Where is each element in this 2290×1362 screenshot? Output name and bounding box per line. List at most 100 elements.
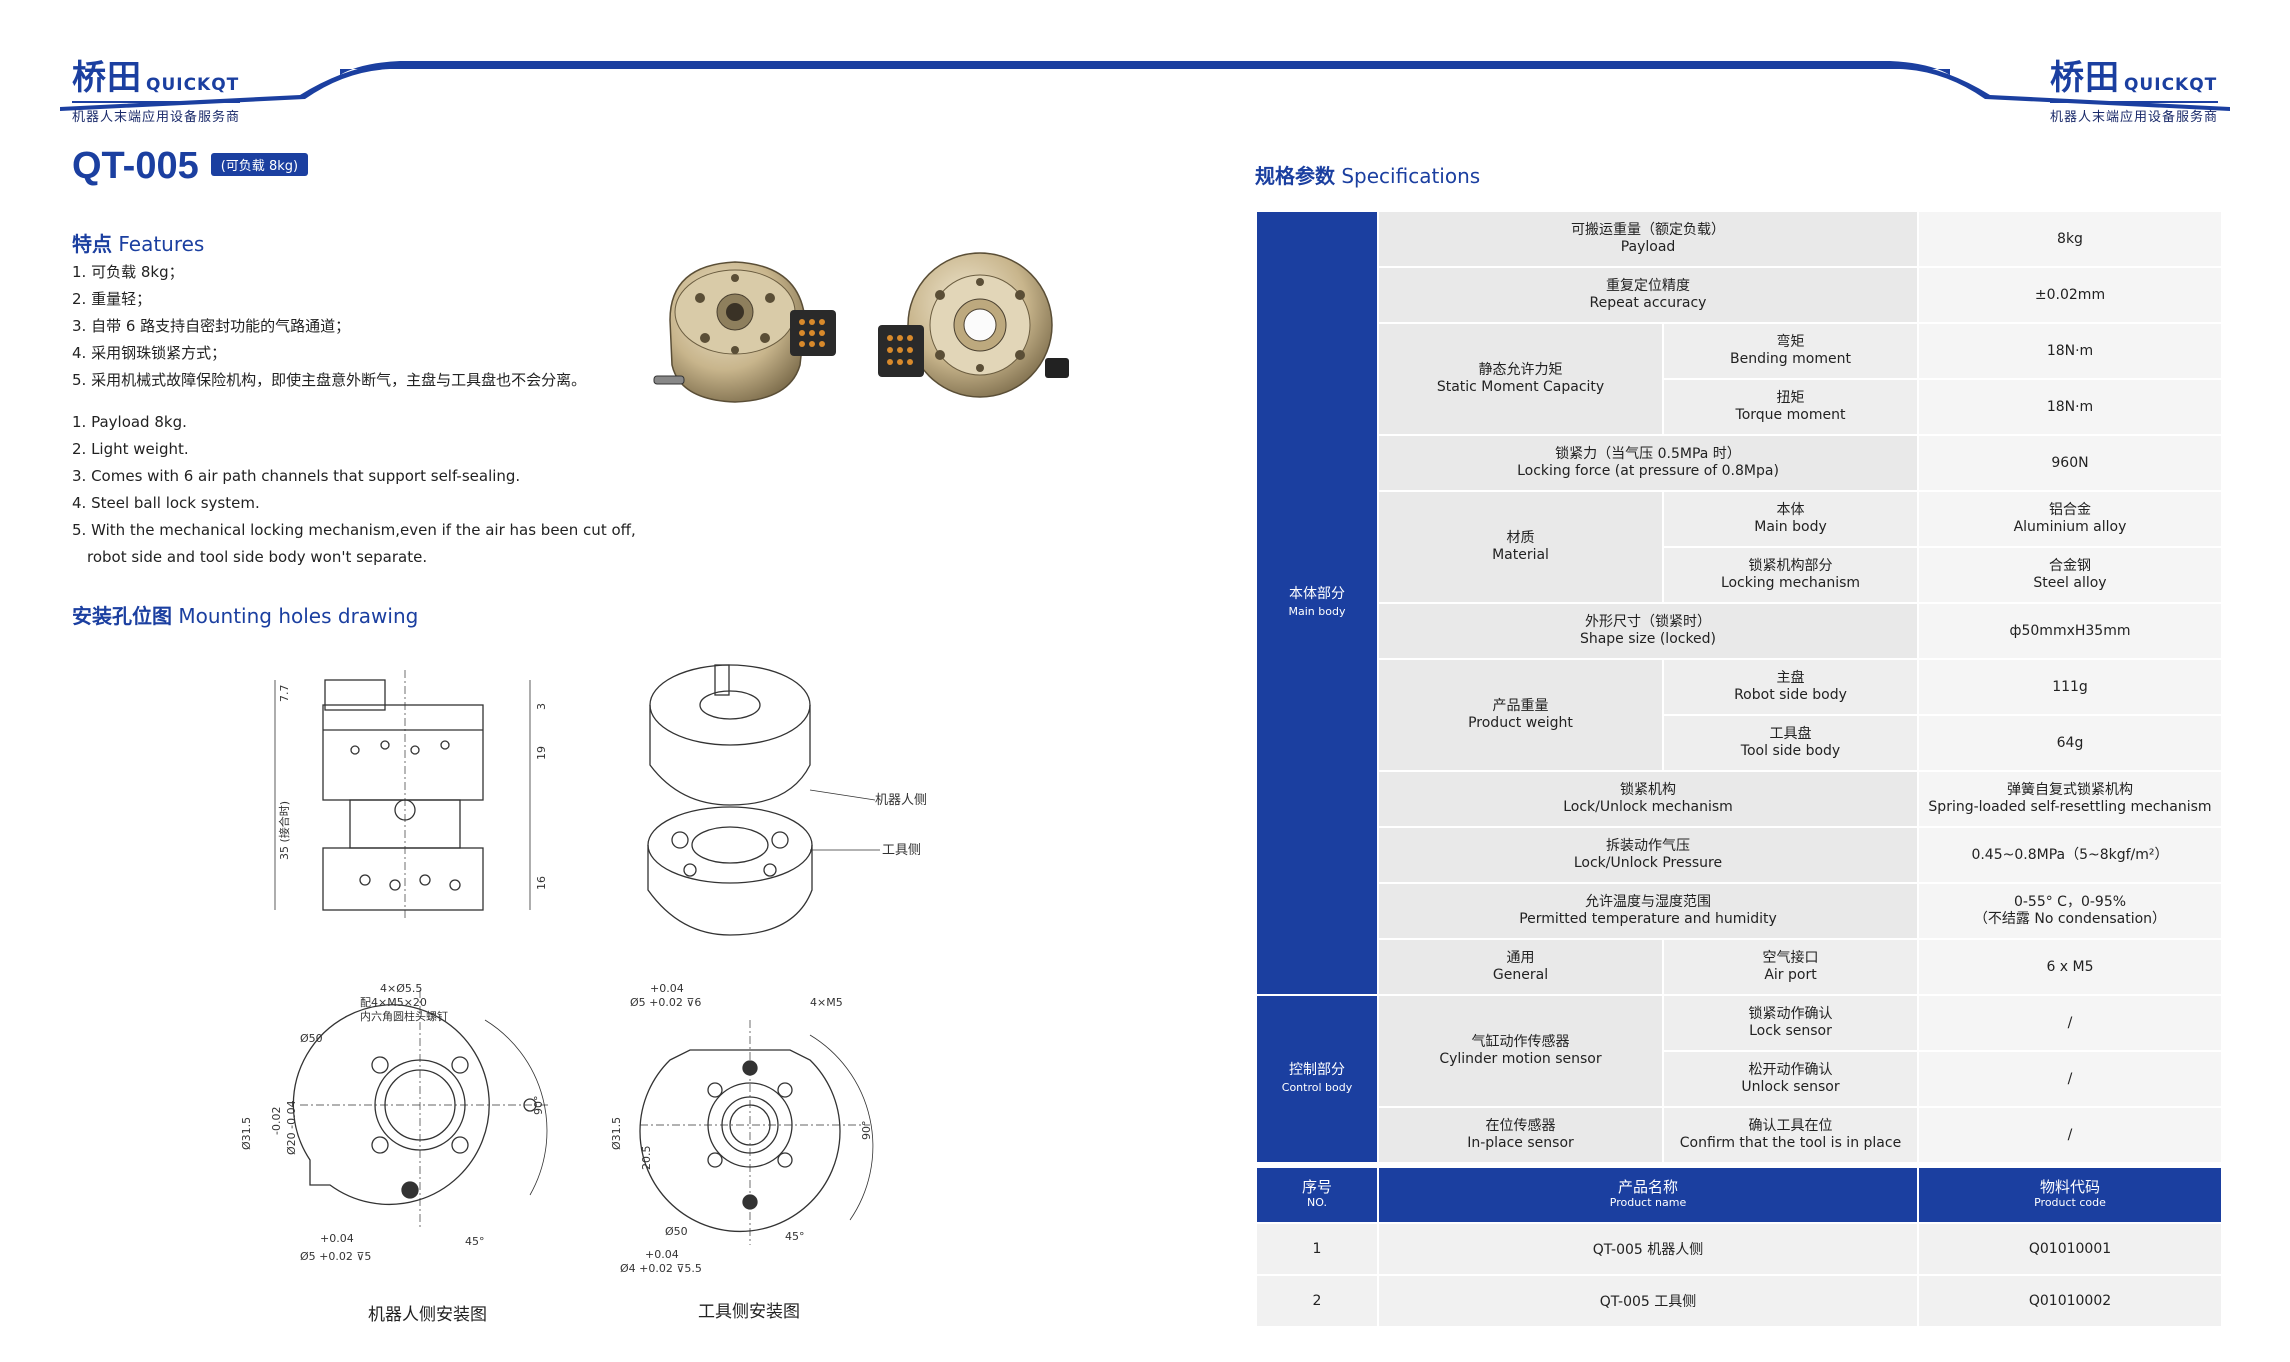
robot-side-label: 机器人侧 (875, 793, 927, 808)
side-view-drawing: 7.7 35 (接合时) 3 19 16 (274, 670, 548, 920)
brand-tagline: 机器人末端应用设备服务商 (2049, 101, 2218, 125)
features-list-en: 1. Payload 8kg. 2. Light weight. 3. Come… (72, 409, 636, 571)
group-label-en: Control body (1281, 1081, 1353, 1094)
spec-value: 0.45~0.8MPa（5~8kgf/m²） (1917, 826, 2223, 884)
group-label-en: Main body (1288, 605, 1346, 618)
list-item: 4. 采用钢珠锁紧方式； (72, 344, 227, 362)
list-item: 2. Light weight. (72, 440, 189, 458)
mounting-title: 安装孔位图 Mounting holes drawing (72, 600, 418, 629)
dim-label: 配4×M5×20 (360, 996, 427, 1009)
spec-value: 8kg (1917, 210, 2223, 268)
product-name: QT-005 工具侧 (1377, 1274, 1919, 1328)
table-row: 本体部分 Main body 可搬运重量（额定负载）Payload 8kg (1255, 210, 2223, 996)
dim-label: Ø5 +0.02 ⊽5 (300, 1250, 371, 1263)
spec-name: 可搬运重量（额定负载）Payload (1377, 210, 1919, 268)
table-row: 外形尺寸（锁紧时）Shape size (locked) ф50mmxH35mm (1256, 602, 2223, 660)
model-heading: QT-005 (可负载 8kg) (72, 145, 309, 188)
spec-value: 111g (1917, 658, 2223, 716)
dim-label: Ø31.5 (610, 1117, 623, 1150)
mounting-title-cn: 安装孔位图 (72, 604, 172, 628)
dim-label: 16 (535, 876, 548, 890)
features-title-cn: 特点 (72, 232, 112, 256)
dim-label: Ø4 +0.02 ⊽5.5 (620, 1262, 702, 1275)
dim-label: 45° (465, 1235, 485, 1248)
list-item: 3. Comes with 6 air path channels that s… (72, 467, 521, 485)
brand-name-en: QUICKQT (146, 75, 240, 95)
spec-value: 18N·m (1917, 322, 2223, 380)
table-row: 2 QT-005 工具侧 Q01010002 (1255, 1274, 2223, 1328)
product-no: 2 (1255, 1274, 1379, 1328)
table-row: 锁紧力（当气压 0.5MPa 时）Locking force (at press… (1256, 434, 2223, 492)
spec-title-en: Specifications (1341, 164, 1481, 188)
mounting-title-en: Mounting holes drawing (178, 604, 419, 628)
spec-value: ф50mmxH35mm (1917, 602, 2223, 660)
list-item: 1. Payload 8kg. (72, 413, 187, 431)
product-photo (653, 252, 1069, 403)
dim-label: Ø50 (300, 1032, 323, 1045)
features-title-en: Features (118, 232, 205, 256)
dim-label: +0.04 (320, 1232, 354, 1245)
group-label-cn: 控制部分 (1289, 1062, 1345, 1078)
spec-value: 64g (1917, 714, 2223, 772)
robot-side-mounting-drawing: 4×Ø5.5 配4×M5×20 内六角圆柱头螺钉 Ø50 Ø31.5 -0.02… (240, 982, 550, 1263)
product-code: Q01010002 (1917, 1274, 2223, 1328)
spec-value: 18N·m (1917, 378, 2223, 436)
dim-label: 19 (535, 746, 548, 760)
dim-label: 4×Ø5.5 (380, 982, 422, 995)
group-label-cn: 本体部分 (1289, 586, 1345, 602)
dim-label: 90° (860, 1121, 873, 1141)
spec-name: 锁紧力（当气压 0.5MPa 时）Locking force (at press… (1377, 434, 1919, 492)
brand-name-cn: 桥田 (72, 58, 142, 98)
dim-label: 3 (535, 703, 548, 710)
spec-value: / (1917, 1106, 2223, 1164)
group-main-body: 本体部分 Main body (1255, 210, 1379, 996)
model-name: QT-005 (72, 145, 199, 187)
brand-name-en: QUICKQT (2123, 75, 2218, 95)
header-bar (60, 61, 2230, 111)
spec-value: 0-55° C，0-95%（不结露 No condensation） (1917, 882, 2223, 940)
payload-badge: (可负载 8kg) (210, 153, 309, 176)
dim-label: Ø5 +0.02 ⊽6 (630, 996, 701, 1009)
dim-label: Ø50 (665, 1225, 688, 1238)
tool-side-label: 工具侧 (882, 843, 921, 858)
brand-name-cn: 桥田 (2049, 58, 2120, 98)
list-item: robot side and tool side body won't sepa… (87, 548, 428, 566)
dim-label: 20.5 (640, 1146, 653, 1171)
tool-side-mounting-drawing: +0.04 Ø5 +0.02 ⊽6 4×M5 Ø31.5 20.5 Ø50 +0… (610, 982, 874, 1275)
spec-title: 规格参数 Specifications (1255, 160, 1480, 189)
spec-title-cn: 规格参数 (1255, 164, 1335, 188)
group-control-body: 控制部分 Control body (1255, 994, 1379, 1164)
dim-label: 35 (接合时) (277, 801, 291, 860)
spec-value: 6 x M5 (1917, 938, 2223, 996)
dim-label: Ø20 -0.04 (285, 1100, 298, 1155)
